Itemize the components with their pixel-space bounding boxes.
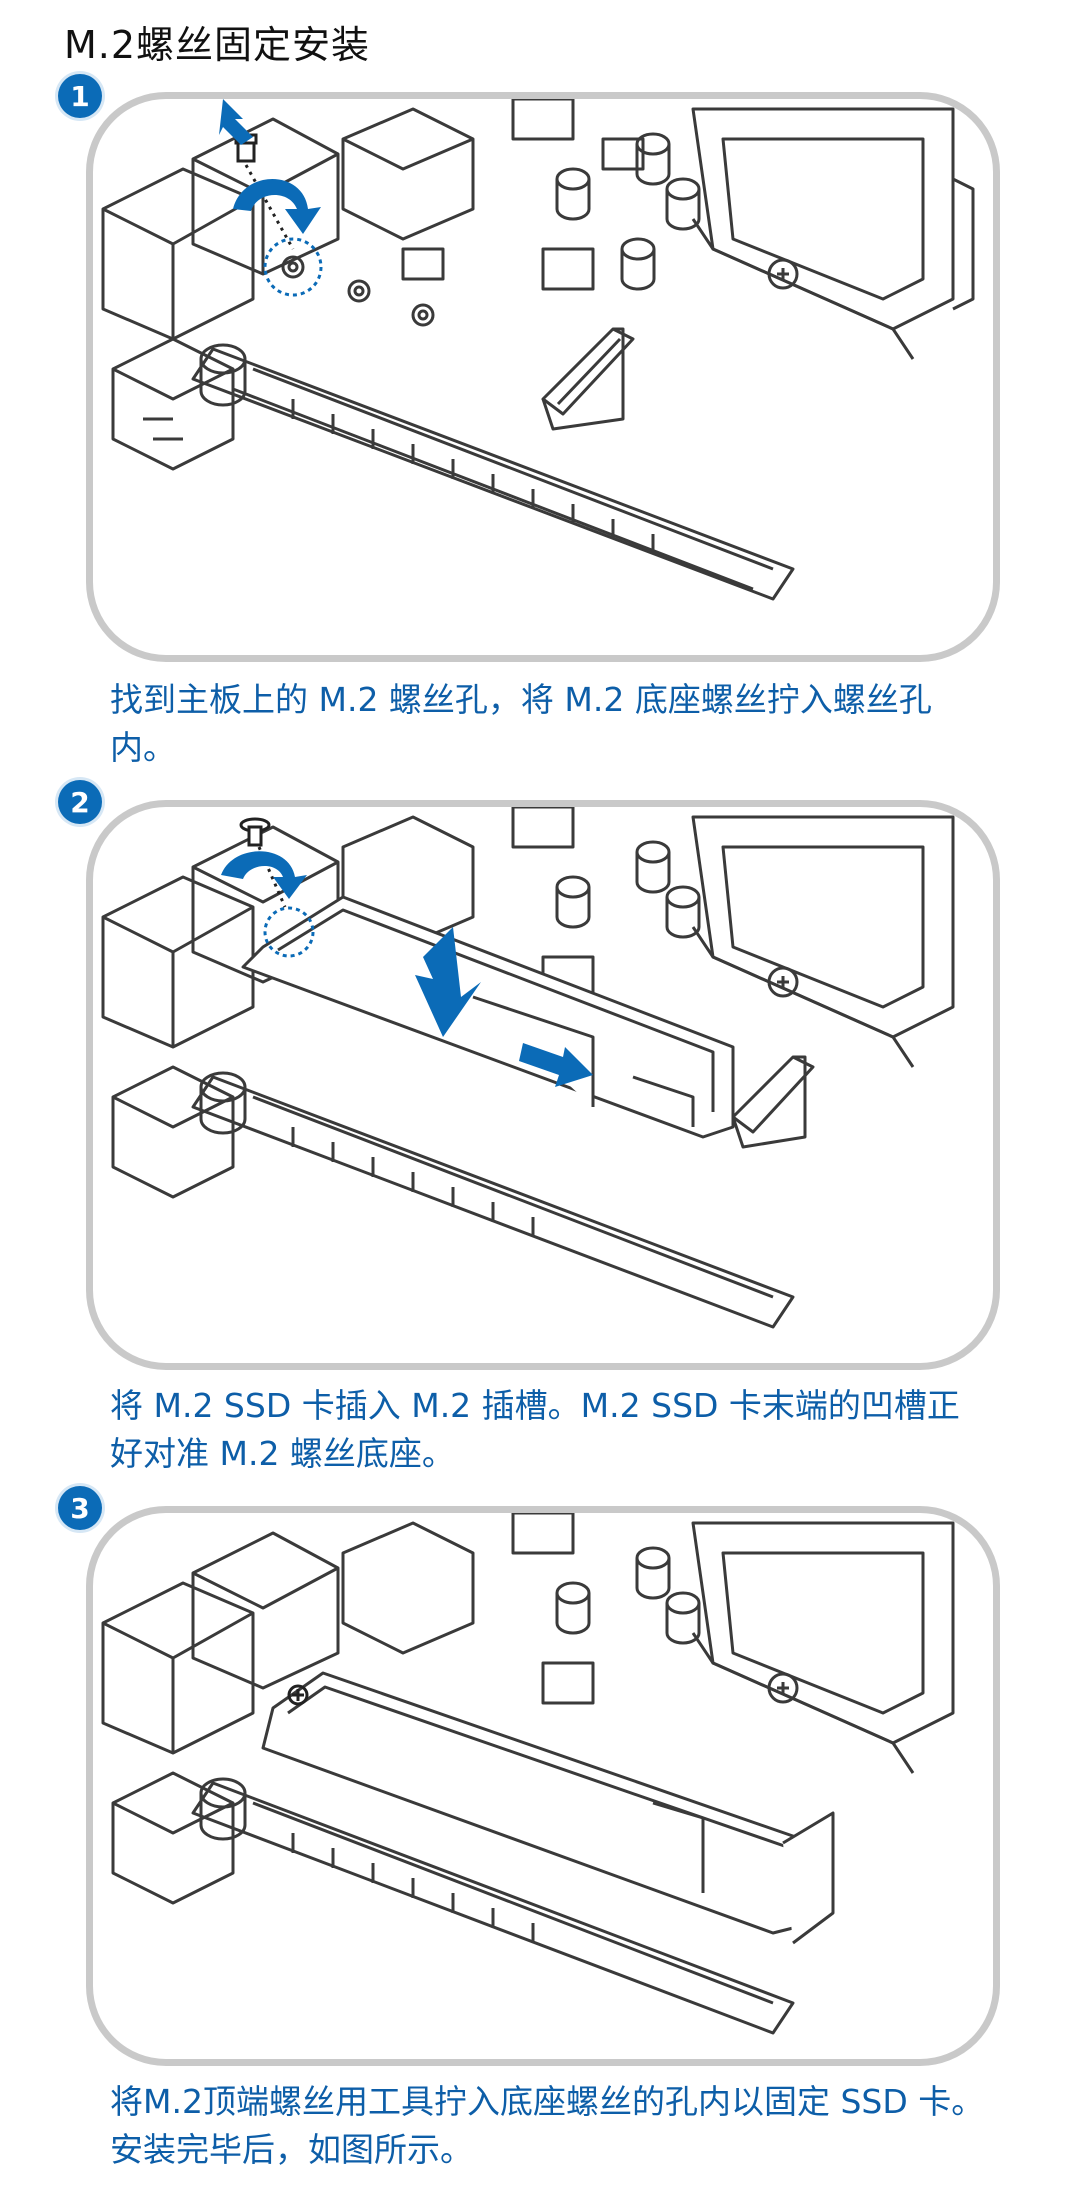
step-3-badge: 3 xyxy=(58,1486,102,1530)
down-arrow-icon xyxy=(415,927,481,1037)
step-2-caption: 将 M.2 SSD 卡插入 M.2 插槽。M.2 SSD 卡末端的凹槽正好对准 … xyxy=(110,1386,960,1473)
step-3-illustration xyxy=(86,1506,1000,2066)
down-arrow-icon xyxy=(219,99,253,145)
step-2-illustration xyxy=(86,800,1000,1370)
step-3-caption: 将M.2顶端螺丝用工具拧入底座螺丝的孔内以固定 SSD 卡。安装完毕后，如图所示… xyxy=(110,2082,985,2169)
ssd-insertion-diagram xyxy=(101,807,955,1329)
screw-icon xyxy=(287,1684,309,1706)
step-1-illustration xyxy=(86,92,1000,662)
step-2-badge: 2 xyxy=(58,780,102,824)
screw-icon xyxy=(239,817,271,847)
step-1-caption: 找到主板上的 M.2 螺丝孔，将 M.2 底座螺丝拧入螺丝孔内。 xyxy=(110,680,932,767)
installed-ssd-diagram xyxy=(101,1513,955,2035)
ssd-card xyxy=(241,895,735,1139)
installed-ssd-card xyxy=(261,1671,835,1945)
rotate-arrow-icon xyxy=(233,179,321,234)
rotate-arrow-icon xyxy=(221,851,307,899)
page-title: M.2螺丝固定安装 xyxy=(64,23,371,67)
right-arrow-icon xyxy=(519,1043,593,1087)
step-1-badge: 1 xyxy=(58,74,102,118)
motherboard-standoff-diagram xyxy=(101,99,975,601)
